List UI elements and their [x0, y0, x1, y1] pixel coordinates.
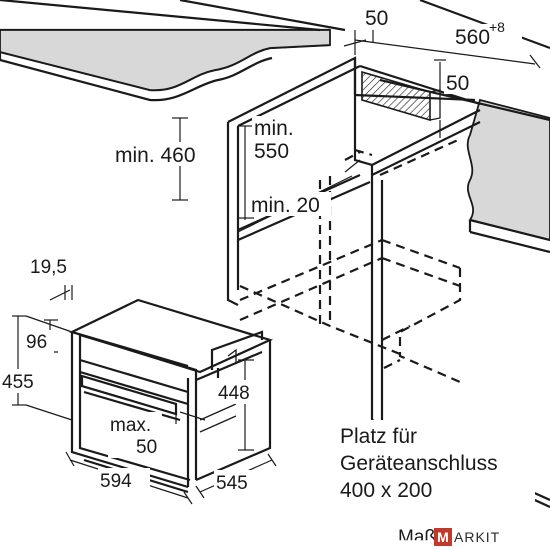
label-appliance-width: 594 [100, 471, 132, 492]
label-niche-width: 560 [455, 26, 490, 49]
label-appliance-height: 455 [2, 372, 34, 393]
brand-watermark: M ARKIT [434, 526, 548, 548]
label-top-offset: 96 [26, 332, 47, 353]
appliance-oven [69, 298, 274, 494]
label-niche-min-460: min. 460 [115, 144, 196, 167]
label-front-offset: 19,5 [30, 257, 67, 278]
countertop-right [379, 0, 550, 254]
connection-note: Platz für Geräteanschluss 400 x 200 [335, 420, 535, 502]
countertop-top [0, 0, 346, 102]
label-vent-height: 50 [446, 72, 469, 95]
label-niche-min-550-b: 550 [254, 140, 289, 163]
dimension-labels: 50 560 +8 50 min. 460 min. 550 min. 20 1… [0, 7, 522, 494]
brand-logo-text: ARKIT [454, 529, 501, 545]
niche-frame [226, 56, 550, 508]
label-niche-width-tolerance: +8 [489, 19, 505, 35]
ventilation-opening [361, 70, 441, 122]
note-line-3: 400 x 200 [340, 479, 432, 502]
label-door-gap-b: 50 [136, 437, 157, 458]
brand-logo-mark: M [434, 528, 452, 546]
label-door-gap-a: max. [110, 415, 151, 436]
note-line-1: Platz für [340, 425, 417, 448]
label-niche-min-550-a: min. [254, 117, 294, 140]
hidden-edges [239, 138, 462, 384]
label-body-height: 448 [218, 383, 250, 404]
note-line-2: Geräteanschluss [340, 452, 498, 475]
label-appliance-depth: 545 [216, 473, 248, 494]
label-niche-depth: 50 [365, 7, 388, 30]
label-gap-min-20: min. 20 [251, 194, 320, 217]
